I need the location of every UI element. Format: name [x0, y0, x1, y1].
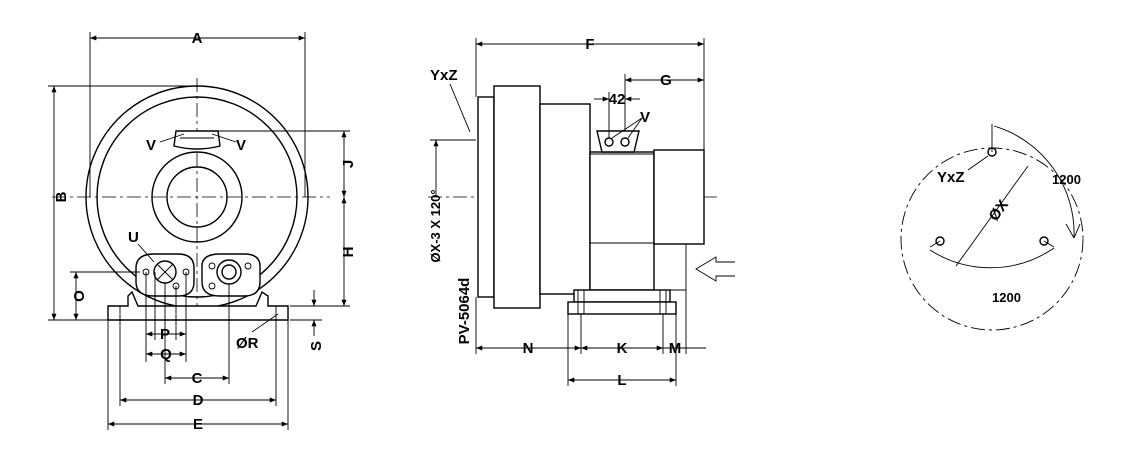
dim-f-label: F: [585, 36, 594, 53]
angle-label-top: 1200: [1052, 172, 1081, 187]
leader-v-left: [159, 133, 185, 143]
dim-h-label: H: [340, 247, 357, 258]
dim-l-label: L: [617, 372, 626, 389]
label-v-right: V: [236, 137, 246, 154]
label-u: U: [128, 229, 139, 246]
angle-label-bottom: 1200: [992, 290, 1021, 305]
left-port-cross-b: [156, 263, 174, 281]
flange-note: ØX-3 X 120°: [428, 189, 443, 262]
dim-q-label: Q: [160, 346, 172, 363]
side-label-yxz: YxZ: [430, 67, 458, 84]
bolt-hole-right: [1039, 236, 1049, 246]
dim-s-label: S: [308, 341, 325, 351]
dim-m-label: M: [669, 340, 682, 357]
diameter-line: [955, 165, 1029, 267]
airflow-arrow-icon: [695, 256, 735, 282]
dim-g-label: G: [660, 72, 672, 89]
leader-r: [251, 313, 279, 333]
terminal-hole-2: [620, 137, 630, 147]
dim-d-label: D: [193, 392, 204, 409]
front-view: A B O J H S P Q C: [48, 30, 357, 433]
dim-c-label: C: [192, 370, 203, 387]
dim-42-label: 42: [609, 91, 626, 108]
dim-o-label: O: [71, 290, 88, 302]
flange-view: ØX YxZ 1200 1200: [900, 124, 1084, 331]
flange-leader-yxz: [967, 155, 989, 171]
angle-arc-top-arrow: [1065, 223, 1081, 239]
bolt-left-stem: [929, 240, 941, 248]
dim-k-label: K: [617, 340, 628, 357]
right-bolt-3: [208, 282, 216, 290]
angle-arc-bottom: [929, 247, 1055, 269]
front-base: [107, 290, 289, 321]
dim-b-label: B: [53, 191, 70, 202]
housing-cover: [539, 103, 591, 295]
right-port-inner: [221, 264, 237, 280]
dim-a-label: A: [192, 30, 203, 47]
right-bolt-2: [244, 262, 252, 270]
flange-label-yxz: YxZ: [937, 169, 965, 186]
model-number: PV-5064d: [456, 278, 473, 345]
impeller-housing: [493, 85, 541, 309]
side-label-v: V: [640, 109, 650, 126]
side-base: [567, 301, 677, 315]
hub-inner: [166, 166, 228, 228]
hub-outer: [151, 151, 243, 243]
inlet-flange: [477, 96, 495, 298]
top-outlet: [173, 130, 221, 150]
side-leader-v-2: [627, 117, 643, 139]
dim-n-label: N: [523, 340, 534, 357]
motor-body: [589, 151, 655, 291]
dim-e-label: E: [193, 416, 203, 433]
label-v-left: V: [146, 137, 156, 154]
angle-arc-top: [993, 125, 1075, 239]
dim-j-label: J: [340, 160, 357, 168]
right-bolt-1: [208, 262, 216, 270]
motor-foot: [573, 289, 671, 303]
bolt-hole-left: [935, 236, 945, 246]
side-leader-yxz: [449, 83, 471, 133]
bolt-hole-top: [987, 147, 997, 157]
leader-u: [137, 243, 155, 263]
inner-housing: [96, 96, 298, 298]
bolt-right-stem: [1043, 240, 1055, 248]
label-r: ØR: [236, 335, 259, 352]
leader-v-right: [211, 133, 237, 143]
side-leader-v-1: [611, 117, 643, 139]
fan-cover: [653, 149, 705, 245]
side-view: F G 42 V YxZ ØX-3 X 120° PV-5064d N K: [428, 36, 735, 389]
